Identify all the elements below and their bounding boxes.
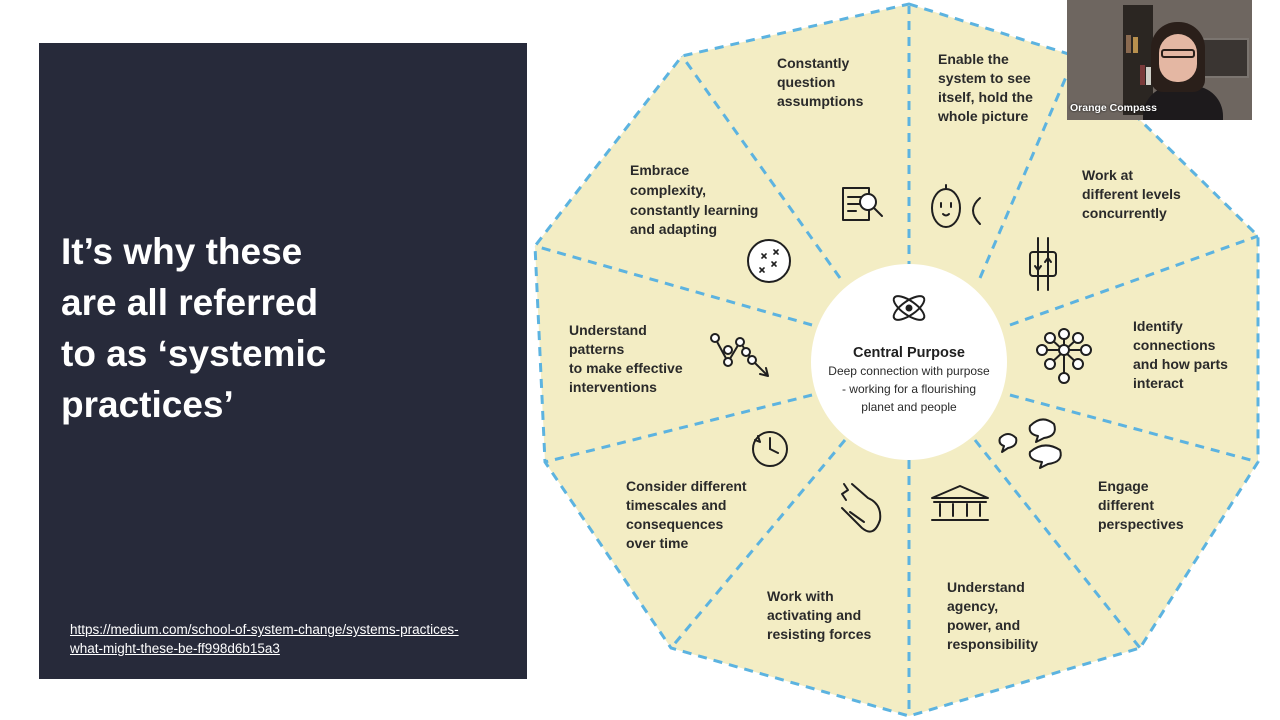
mirror-face-icon bbox=[931, 184, 981, 228]
segment-label-line: to make effective bbox=[569, 360, 683, 376]
video-bookshelf bbox=[1123, 5, 1153, 115]
video-thumbnail[interactable]: Orange Compass bbox=[1067, 0, 1252, 120]
segment-label-line: Embrace bbox=[630, 162, 689, 178]
levels-arrows-icon bbox=[1029, 237, 1057, 291]
segment-label-line: perspectives bbox=[1098, 516, 1184, 532]
video-person-glasses bbox=[1161, 49, 1195, 58]
segment-label-line: different bbox=[1098, 497, 1154, 513]
source-link[interactable]: https://medium.com/school-of-system-chan… bbox=[70, 622, 459, 656]
institution-building-icon bbox=[931, 485, 989, 521]
segment-label-line: power, and bbox=[947, 617, 1020, 633]
clock-icon bbox=[752, 431, 788, 467]
segment-label-line: constantly learning bbox=[630, 202, 758, 218]
segment-label-line: concurrently bbox=[1082, 205, 1167, 221]
zigzag-pattern-icon bbox=[710, 333, 769, 377]
segment-label-line: interact bbox=[1133, 375, 1184, 391]
segment-label-line: Constantly bbox=[777, 55, 850, 71]
segment-label-line: activating and bbox=[767, 607, 861, 623]
segment-label-line: different levels bbox=[1082, 186, 1181, 202]
segment-label-line: complexity, bbox=[630, 182, 706, 198]
participant-name: Orange Compass bbox=[1070, 102, 1157, 114]
segment-label-line: Understand bbox=[947, 579, 1025, 595]
segment-label-line: Work at bbox=[1082, 167, 1133, 183]
network-nodes-icon bbox=[1036, 328, 1092, 384]
segment-label-line: interventions bbox=[569, 379, 657, 395]
center-desc-line: planet and people bbox=[861, 400, 957, 414]
segment-embrace-complexity: Embrace complexity, constantly learning … bbox=[630, 162, 758, 237]
segment-label-line: over time bbox=[626, 535, 688, 551]
segment-label-line: responsibility bbox=[947, 636, 1038, 652]
segment-patterns: Understand patterns to make effective in… bbox=[569, 322, 683, 395]
video-book bbox=[1140, 65, 1145, 85]
segment-label-line: resisting forces bbox=[767, 626, 871, 642]
segment-label-line: Engage bbox=[1098, 478, 1149, 494]
segment-label-line: Identify bbox=[1133, 318, 1183, 334]
wheel-dividers bbox=[534, 6, 1259, 714]
video-book bbox=[1126, 35, 1131, 53]
segment-label-line: question bbox=[777, 74, 835, 90]
segment-different-levels: Work at different levels concurrently bbox=[1082, 167, 1181, 221]
atom-icon bbox=[892, 295, 926, 321]
speech-bubbles-icon bbox=[998, 418, 1062, 469]
systemic-practices-wheel: Central Purpose Deep connection with pur… bbox=[533, 2, 1260, 718]
segment-timescales: Consider different timescales and conseq… bbox=[626, 478, 747, 551]
segment-engage-perspectives: Engage different perspectives bbox=[1098, 478, 1184, 532]
segment-label-line: agency, bbox=[947, 598, 998, 614]
video-book bbox=[1133, 37, 1138, 53]
slide-headline: It’s why these are all referred to as ‘s… bbox=[61, 231, 327, 425]
segment-label-line: Consider different bbox=[626, 478, 747, 494]
segment-identify-connections: Identify connections and how parts inter… bbox=[1133, 318, 1228, 391]
segment-label-line: whole picture bbox=[937, 108, 1028, 124]
text-panel: It’s why these are all referred to as ‘s… bbox=[39, 43, 527, 679]
segment-label-line: assumptions bbox=[777, 93, 864, 109]
segment-enable-system: Enable the system to see itself, hold th… bbox=[937, 51, 1033, 124]
complexity-circle-icon bbox=[747, 239, 791, 283]
center-desc-line: - working for a flourishing bbox=[842, 382, 976, 396]
segment-label-line: patterns bbox=[569, 341, 624, 357]
video-person-face bbox=[1159, 34, 1197, 82]
magnifier-document-icon bbox=[842, 187, 883, 221]
segment-label-line: and how parts bbox=[1133, 356, 1228, 372]
segment-activating-forces: Work with activating and resisting force… bbox=[767, 588, 871, 642]
segment-label-line: connections bbox=[1133, 337, 1216, 353]
segment-question-assumptions: Constantly question assumptions bbox=[777, 55, 864, 109]
segment-label-line: system to see bbox=[938, 70, 1031, 86]
segment-label-line: Enable the bbox=[938, 51, 1009, 67]
center-title: Central Purpose bbox=[853, 345, 965, 361]
segment-label-line: Work with bbox=[767, 588, 834, 604]
video-book bbox=[1146, 67, 1151, 85]
magnet-icon bbox=[841, 483, 882, 533]
segment-label-line: itself, hold the bbox=[938, 89, 1033, 105]
segment-label-line: and adapting bbox=[630, 221, 717, 237]
center-desc-line: Deep connection with purpose bbox=[828, 364, 990, 378]
segment-label-line: consequences bbox=[626, 516, 723, 532]
segment-label-line: Understand bbox=[569, 322, 647, 338]
center-circle bbox=[811, 264, 1007, 460]
segment-label-line: timescales and bbox=[626, 497, 726, 513]
segment-agency-power: Understand agency, power, and responsibi… bbox=[947, 579, 1038, 652]
